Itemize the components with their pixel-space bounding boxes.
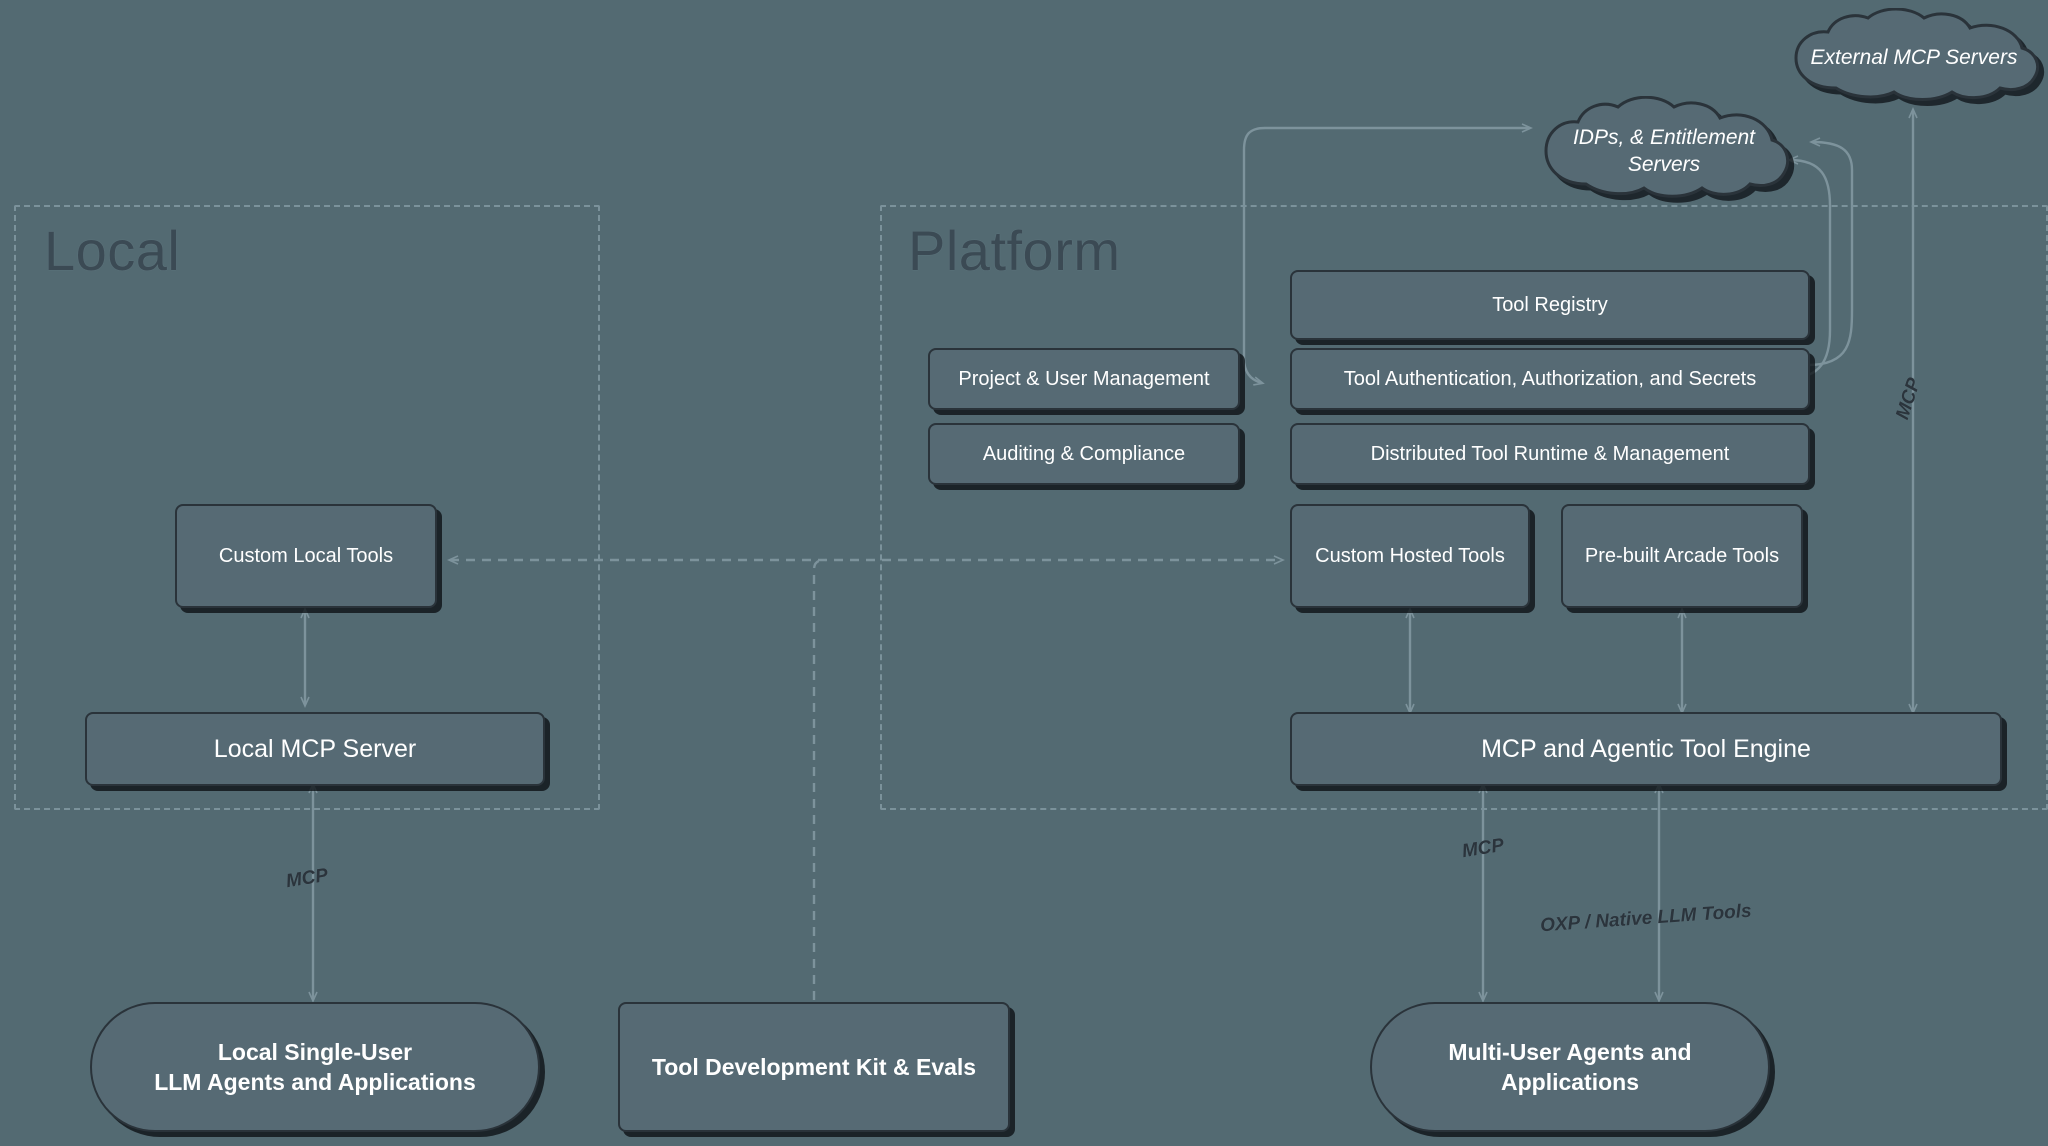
node-custom-hosted-tools[interactable]: Custom Hosted Tools <box>1290 504 1530 608</box>
node-distributed-tool-runtime[interactable]: Distributed Tool Runtime & Management <box>1290 423 1810 485</box>
cluster-platform-label: Platform <box>908 219 1121 282</box>
node-project-user-management[interactable]: Project & User Management <box>928 348 1240 410</box>
node-local-single-user-agents[interactable]: Local Single-User LLM Agents and Applica… <box>90 1002 540 1132</box>
node-prebuilt-arcade-tools[interactable]: Pre-built Arcade Tools <box>1561 504 1803 608</box>
node-tool-authentication[interactable]: Tool Authentication, Authorization, and … <box>1290 348 1810 410</box>
cloud-idps-entitlement-servers[interactable]: IDPs, & Entitlement Servers <box>1528 96 1800 206</box>
node-multi-user-agents[interactable]: Multi-User Agents and Applications <box>1370 1002 1770 1132</box>
node-label: Multi-User Agents and Applications <box>1448 1038 1692 1095</box>
node-label: Local Single-User LLM Agents and Applica… <box>154 1038 476 1095</box>
node-tool-registry[interactable]: Tool Registry <box>1290 270 1810 340</box>
cluster-platform <box>880 205 2048 810</box>
cluster-local <box>14 205 600 810</box>
node-tool-development-kit[interactable]: Tool Development Kit & Evals <box>618 1002 1010 1132</box>
node-auditing-compliance[interactable]: Auditing & Compliance <box>928 423 1240 485</box>
node-mcp-agentic-tool-engine[interactable]: MCP and Agentic Tool Engine <box>1290 712 2002 786</box>
edge-label-oxp-native-llm-tools: OXP / Native LLM Tools <box>1539 900 1753 937</box>
node-local-mcp-server[interactable]: Local MCP Server <box>85 712 545 786</box>
cloud-label: IDPs, & Entitlement Servers <box>1572 125 1756 176</box>
cloud-external-mcp-servers[interactable]: External MCP Servers <box>1778 8 2048 108</box>
cloud-shape-icon <box>1794 8 2039 101</box>
cloud-shape-icon <box>1544 96 1789 198</box>
cloud-label: External MCP Servers <box>1810 46 2018 70</box>
edge-label-mcp-engine: MCP <box>1460 834 1506 863</box>
edge-label-mcp-local: MCP <box>284 864 330 893</box>
node-custom-local-tools[interactable]: Custom Local Tools <box>175 504 437 608</box>
cluster-local-label: Local <box>44 219 181 282</box>
